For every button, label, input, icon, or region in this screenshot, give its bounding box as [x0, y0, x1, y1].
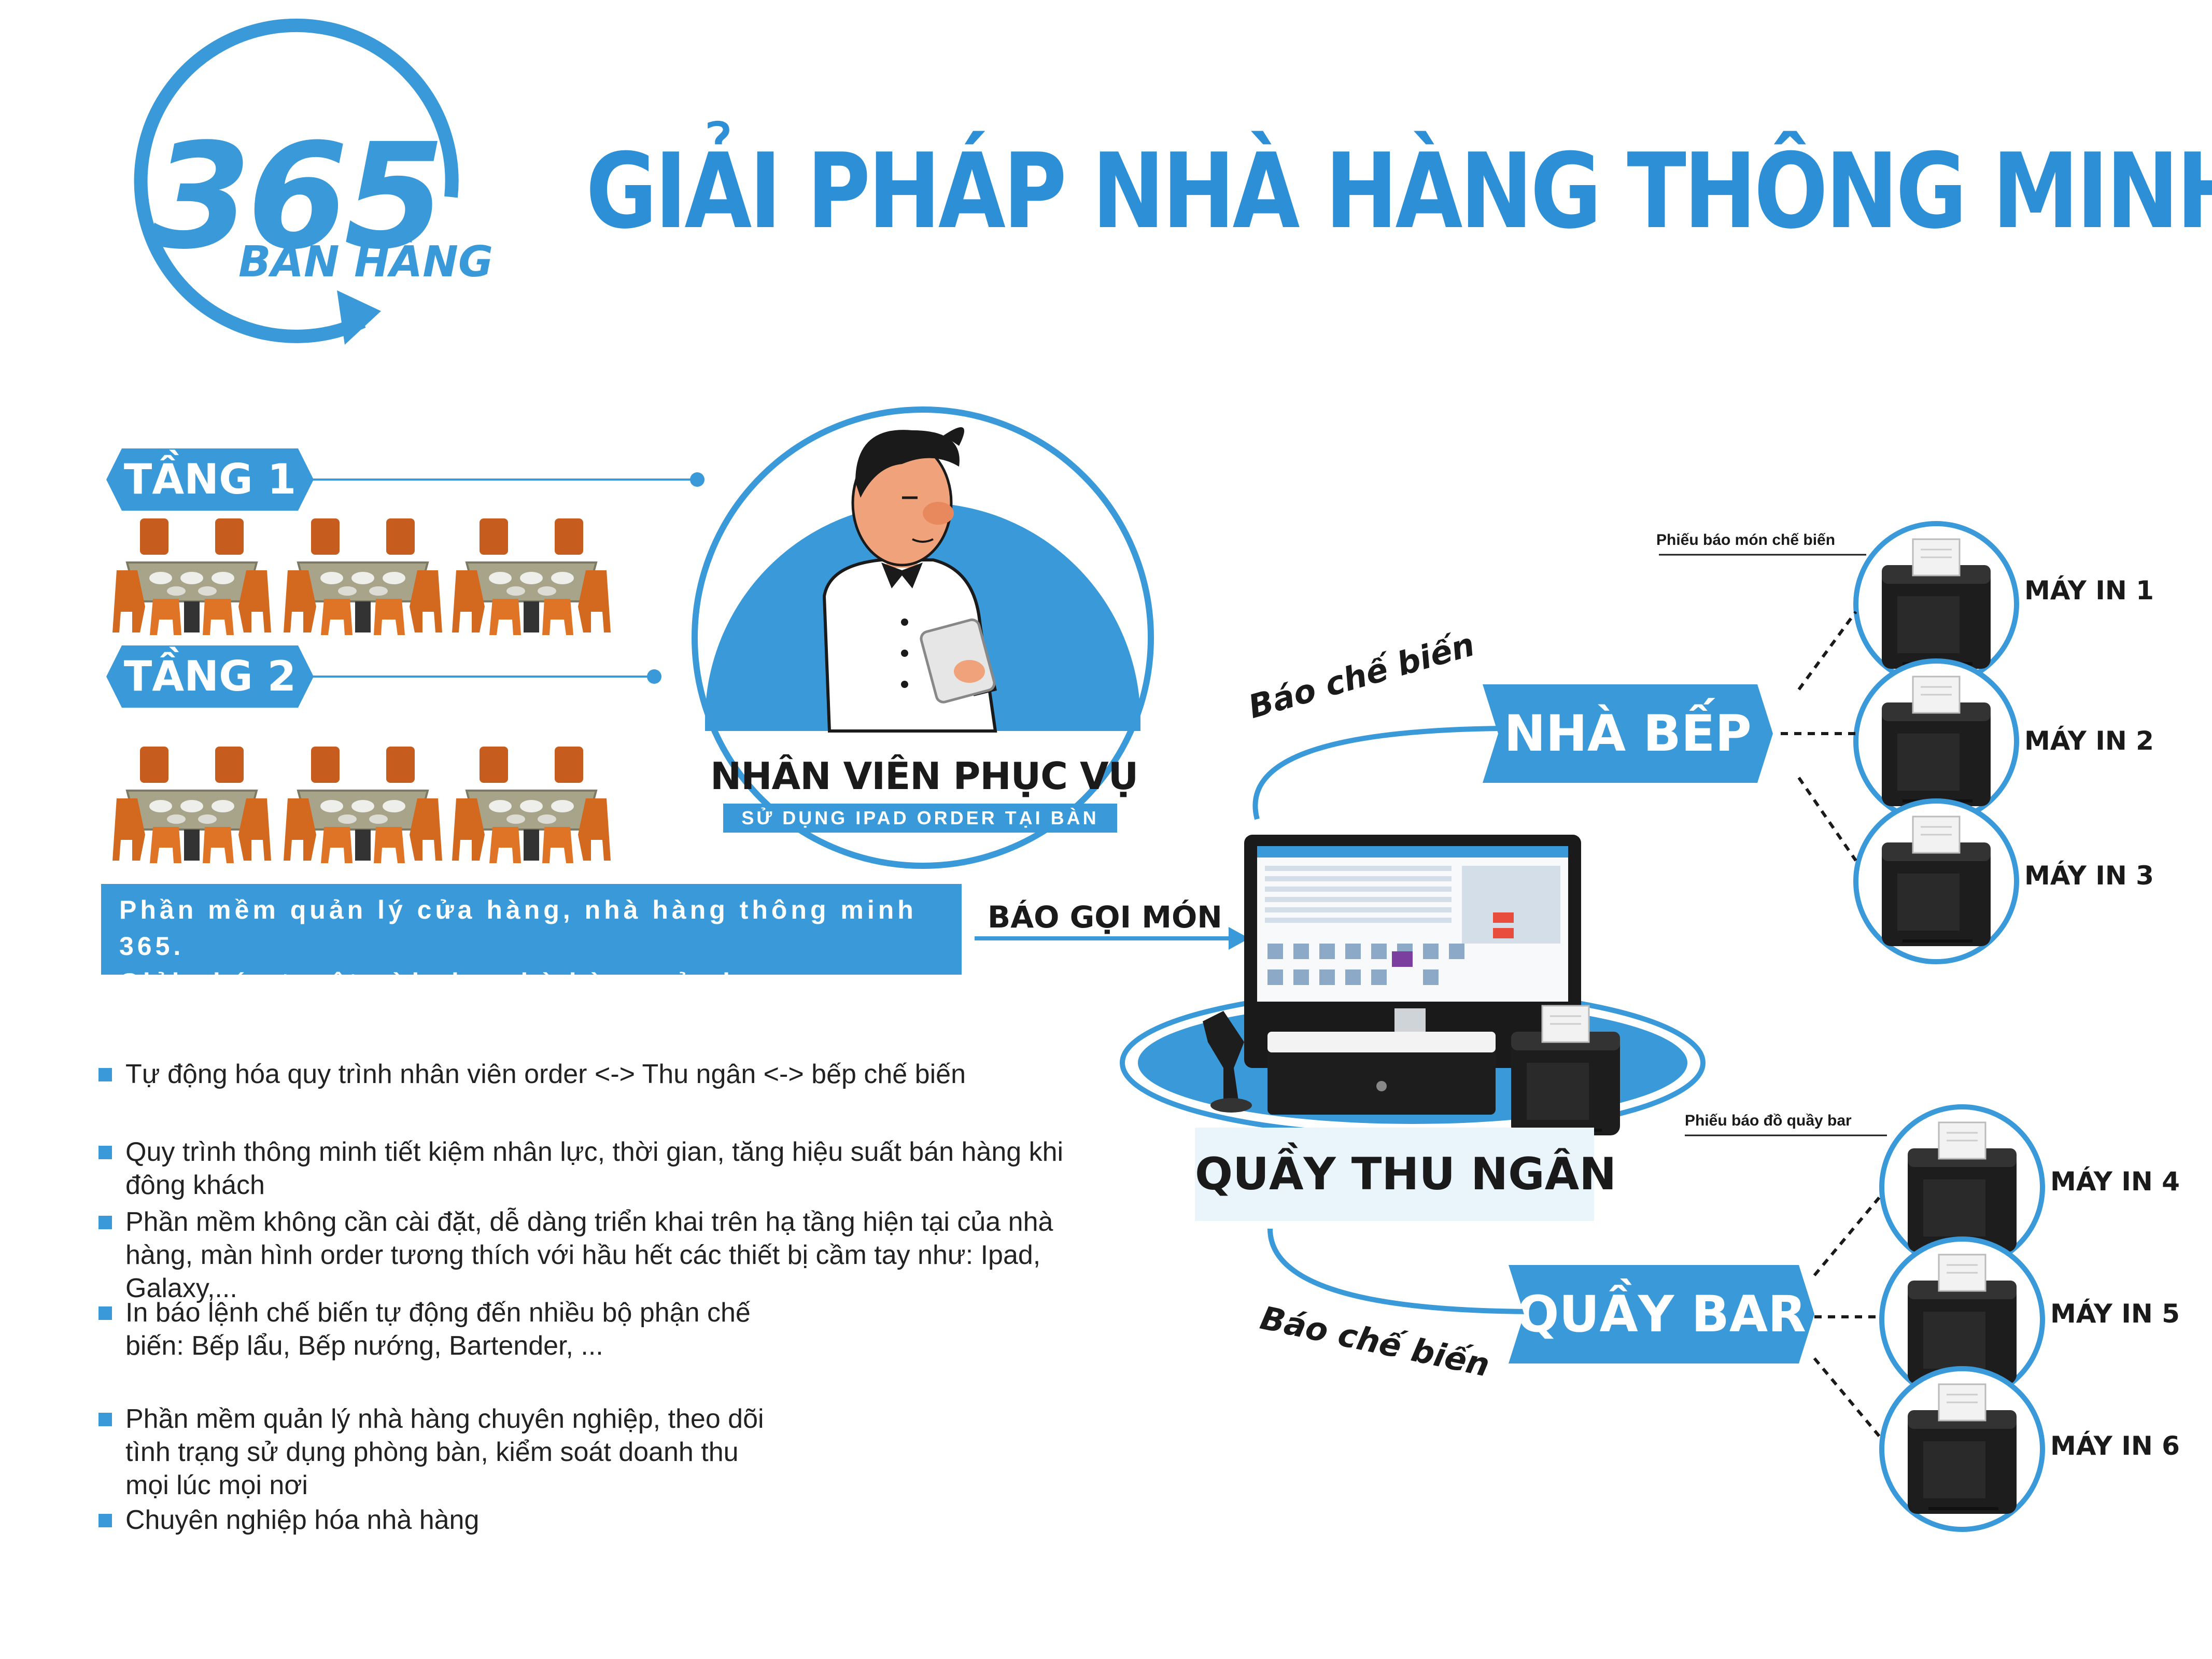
order-arrow — [975, 927, 1249, 950]
waiter-circle — [692, 406, 1154, 869]
floor-2-label: TẦNG 2 — [106, 645, 314, 708]
feature-text: Quy trình thông minh tiết kiệm nhân lực,… — [125, 1137, 1064, 1200]
feature-text: In báo lệnh chế biến tự động đến nhiều b… — [125, 1298, 751, 1361]
promo-line-1: Phần mềm quản lý cửa hàng, nhà hàng thôn… — [119, 895, 917, 961]
floor-1-label: TẦNG 1 — [106, 448, 314, 511]
feature-item: In báo lệnh chế biến tự động đến nhiều b… — [98, 1296, 767, 1362]
floor-1-tables — [111, 517, 612, 636]
printer-1-label: MÁY IN 1 — [2024, 575, 2154, 606]
logo-number: 365 — [150, 113, 445, 282]
bullet-square-icon — [98, 1216, 112, 1229]
promo-line-2: Giải pháp tuyệt vời cho nhà hàng của bạn… — [119, 968, 791, 997]
feature-text: Phần mềm không cần cài đặt, dễ dàng triể… — [125, 1207, 1053, 1303]
feature-item: Tự động hóa quy trình nhân viên order <-… — [98, 1058, 1073, 1091]
waiter-with-tablet-icon — [822, 427, 997, 733]
bullet-square-icon — [98, 1146, 112, 1159]
kitchen-ticket-label: Phiếu báo món chế biến — [1656, 531, 1836, 549]
feature-text: Chuyên nghiệp hóa nhà hàng — [125, 1505, 480, 1535]
printer-2-label: MÁY IN 2 — [2024, 726, 2154, 756]
printer-5-label: MÁY IN 5 — [2050, 1299, 2180, 1329]
feature-text: Tự động hóa quy trình nhân viên order <-… — [125, 1059, 966, 1089]
bar-curve — [1267, 1228, 1540, 1314]
bullet-square-icon — [98, 1514, 112, 1527]
waiter-subtitle: SỬ DỤNG IPAD ORDER TẠI BÀN — [723, 804, 1117, 833]
cashier-label: QUẦY THU NGÂN — [1195, 1128, 1616, 1221]
printer-6-label: MÁY IN 6 — [2050, 1431, 2180, 1461]
waiter-title: NHÂN VIÊN PHỤC VỤ — [710, 754, 1138, 798]
page-title: GIẢI PHÁP NHÀ HÀNG THÔNG MINH — [586, 131, 2212, 252]
feature-item: Chuyên nghiệp hóa nhà hàng — [98, 1503, 767, 1537]
feature-item: Phần mềm không cần cài đặt, dễ dàng triể… — [98, 1205, 1073, 1305]
floor-connector-lines — [311, 472, 705, 684]
feature-item: Phần mềm quản lý nhà hàng chuyên nghiệp,… — [98, 1402, 767, 1502]
promo-banner: Phần mềm quản lý cửa hàng, nhà hàng thôn… — [101, 884, 962, 997]
printer-4-label: MÁY IN 4 — [2050, 1166, 2180, 1197]
kitchen-printers — [1659, 521, 2019, 964]
bullet-square-icon — [98, 1413, 112, 1426]
bullet-square-icon — [98, 1068, 112, 1081]
floor-2-tables — [111, 746, 612, 864]
logo-text: BÁN HÀNG — [238, 237, 494, 287]
feature-item: Quy trình thông minh tiết kiệm nhân lực,… — [98, 1135, 1073, 1202]
logo-ring — [134, 18, 459, 345]
kitchen-station: NHÀ BẾP — [1483, 684, 1773, 783]
kitchen-curve — [1252, 726, 1504, 820]
bullet-square-icon — [98, 1306, 112, 1320]
bar-ticket-label: Phiếu báo đồ quầy bar — [1685, 1112, 1852, 1129]
bar-station: QUẦY BAR — [1509, 1265, 1814, 1363]
feature-text: Phần mềm quản lý nhà hàng chuyên nghiệp,… — [125, 1404, 764, 1500]
printer-3-label: MÁY IN 3 — [2024, 861, 2154, 891]
cashier-station-graphic — [1120, 835, 1706, 1138]
bar-printers — [1685, 1104, 2045, 1532]
order-label: BÁO GỌI MÓN — [988, 899, 1222, 935]
